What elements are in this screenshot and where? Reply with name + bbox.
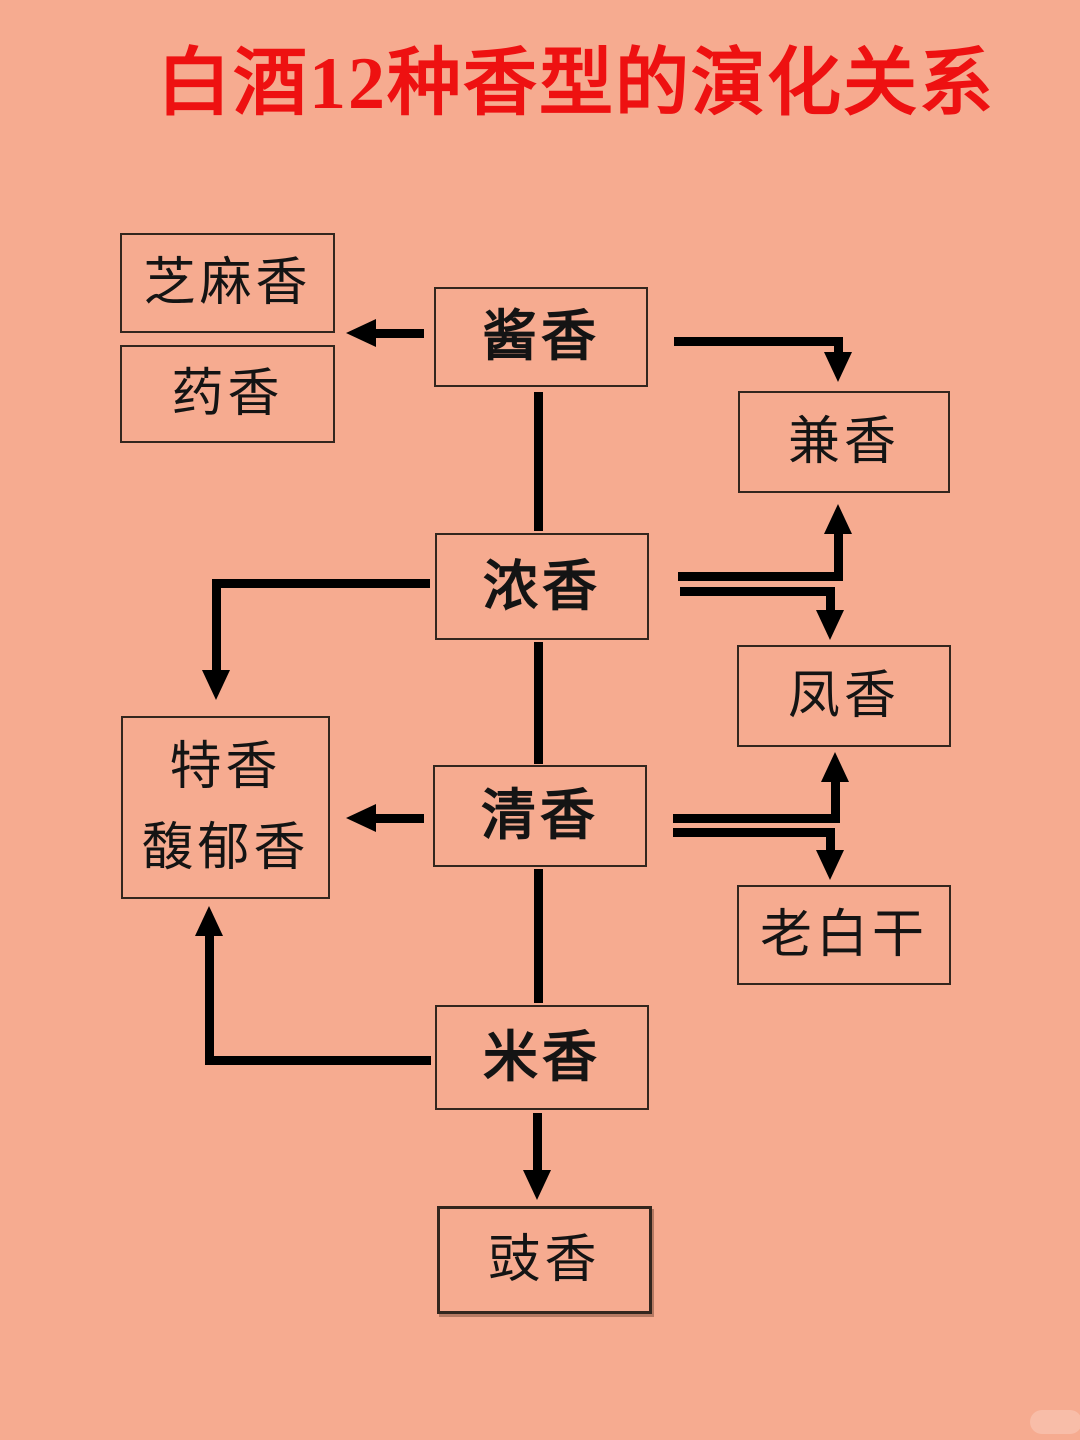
diagram-title: 白酒12种香型的演化关系 [157, 43, 995, 125]
arrowhead-down-icon [523, 1170, 551, 1200]
node-jiangxiang-label: 酱香 [481, 305, 600, 368]
arrowhead-down-icon [816, 850, 844, 880]
node-nongxiang: 浓香 [435, 533, 649, 640]
node-zhimaxiang-label: 芝麻香 [143, 253, 312, 312]
edge-segment [673, 814, 840, 823]
edge-segment [678, 572, 843, 581]
edge-segment [834, 534, 843, 581]
node-nongxiang-label: 浓香 [482, 554, 601, 617]
node-yaoxiang-label: 药香 [171, 364, 284, 423]
node-chixiang: 豉香 [437, 1206, 652, 1314]
node-qingxiang-label: 清香 [480, 784, 599, 847]
node-fengxiang-label: 凤香 [787, 666, 900, 725]
edge-segment [534, 642, 543, 764]
edge-segment [212, 579, 221, 670]
edge-segment [533, 1113, 542, 1170]
edge-segment [534, 869, 543, 1003]
arrowhead-up-icon [824, 504, 852, 534]
arrowhead-down-icon [824, 352, 852, 382]
arrowhead-up-icon [195, 906, 223, 936]
node-laobaigan-label: 老白干 [759, 905, 928, 964]
arrowhead-left-icon [346, 319, 376, 347]
node-mixiang: 米香 [435, 1005, 649, 1110]
node-laobaigan: 老白干 [737, 885, 951, 985]
arrowhead-left-icon [346, 804, 376, 832]
arrowhead-down-icon [816, 610, 844, 640]
node-fengxiang: 凤香 [737, 645, 951, 747]
edge-segment [673, 828, 834, 837]
edge-segment [205, 936, 214, 1065]
node-texiang-fuyuxiang: 特香 馥郁香 [121, 716, 330, 899]
node-texiang-label-line1: 特香 [169, 737, 282, 796]
node-yaoxiang: 药香 [120, 345, 335, 443]
node-mixiang-label: 米香 [482, 1025, 601, 1088]
node-chixiang-label: 豉香 [488, 1230, 601, 1289]
node-qingxiang: 清香 [433, 765, 647, 867]
edge-segment [376, 814, 424, 823]
node-jianxiang-label: 兼香 [787, 412, 900, 471]
edge-segment [826, 828, 835, 850]
edge-segment [212, 579, 430, 588]
edge-segment [205, 1056, 431, 1065]
watermark [1030, 1410, 1080, 1434]
node-zhimaxiang: 芝麻香 [120, 233, 335, 333]
edge-segment [376, 329, 424, 338]
node-texiang-label-line2: 馥郁香 [141, 818, 310, 877]
arrowhead-up-icon [821, 752, 849, 782]
edge-segment [834, 337, 843, 353]
node-jianxiang: 兼香 [738, 391, 950, 493]
edge-segment [826, 587, 835, 612]
edge-segment [680, 587, 835, 596]
edge-segment [831, 782, 840, 823]
node-jiangxiang: 酱香 [434, 287, 648, 387]
edge-segment [534, 392, 543, 531]
arrowhead-down-icon [202, 670, 230, 700]
edge-segment [674, 337, 843, 346]
